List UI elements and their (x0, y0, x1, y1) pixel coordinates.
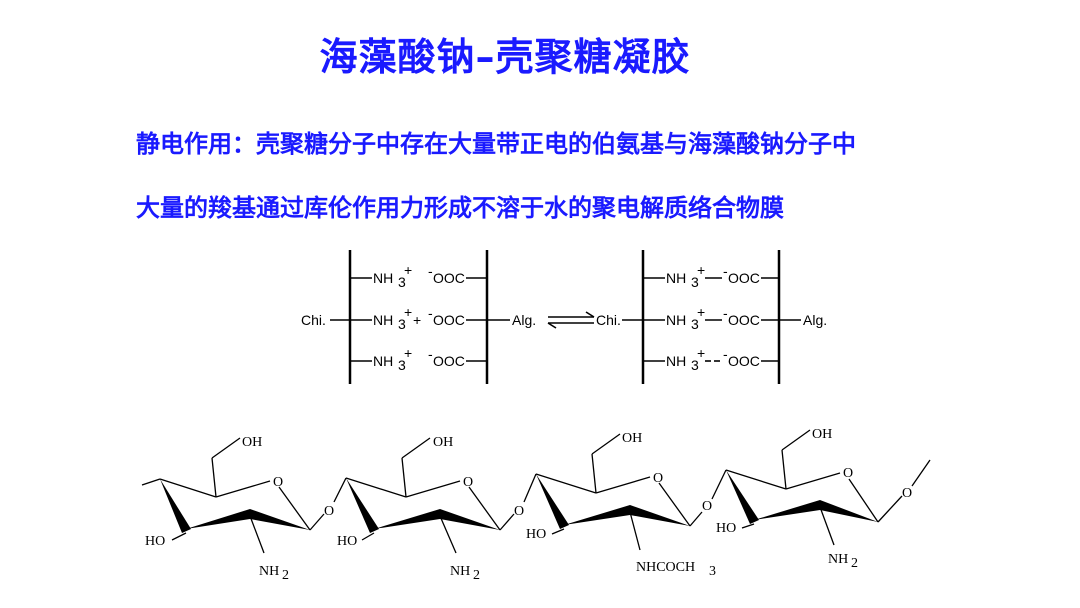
svg-text:-: - (723, 305, 728, 321)
oh-label: OH (622, 431, 642, 446)
glucosamine-ring-2: OH O HO NH 2 O (337, 435, 537, 583)
nh2-label: NH (450, 564, 470, 579)
svg-text:+: + (404, 262, 412, 278)
svg-text:+: + (697, 304, 705, 320)
svg-text:+: + (697, 345, 705, 361)
svg-text:-: - (428, 346, 433, 362)
glucosamine-ring-4: OH O HO NH 2 O (716, 427, 931, 571)
glycosidic-oxygen-label: O (702, 499, 712, 514)
nh2-label: NH (259, 564, 279, 579)
svg-text:2: 2 (282, 568, 289, 583)
glucosamine-ring-1: OH O HO NH 2 O (141, 435, 347, 583)
nh3-label: NH (666, 353, 686, 369)
ooc-label: OOC (728, 270, 760, 286)
nh2-label: NH (828, 552, 848, 567)
oh-label: OH (242, 435, 262, 450)
ring-oxygen-label: O (273, 475, 283, 490)
ring-oxygen-label: O (843, 466, 853, 481)
alg-label-right: Alg. (803, 312, 827, 328)
ooc-label: OOC (433, 312, 465, 328)
oh-label: OH (812, 427, 832, 442)
nh3-label: NH (373, 353, 393, 369)
ring-oxygen-label: O (463, 475, 473, 490)
ooc-label: OOC (728, 353, 760, 369)
nh3-label: NH (373, 270, 393, 286)
paragraph-line-2: 大量的羧基通过库伦作用力形成不溶于水的聚电解质络合物膜 (136, 194, 784, 222)
svg-text:2: 2 (473, 568, 480, 583)
ring-oxygen-label: O (653, 471, 663, 486)
plus-sign: + (413, 312, 421, 328)
ooc-label: OOC (433, 353, 465, 369)
chi-label-left: Chi. (301, 312, 326, 328)
svg-text:-: - (723, 263, 728, 279)
svg-text:-: - (428, 263, 433, 279)
ho-label: HO (145, 534, 165, 549)
chi-label-right: Chi. (596, 312, 621, 328)
svg-text:-: - (428, 305, 433, 321)
ho-label: HO (526, 527, 546, 542)
svg-text:+: + (404, 345, 412, 361)
nh3-label: NH (666, 270, 686, 286)
paragraph-line-1: 静电作用：壳聚糖分子中存在大量带正电的伯氨基与海藻酸钠分子中 (136, 130, 856, 158)
svg-text:3: 3 (691, 357, 699, 373)
ho-label: HO (337, 534, 357, 549)
oh-label: OH (433, 435, 453, 450)
equilibrium-arrow-icon (547, 311, 595, 329)
svg-text:3: 3 (691, 274, 699, 290)
page-title: 海藻酸钠–壳聚糖凝胶 (319, 35, 691, 79)
svg-text:2: 2 (851, 556, 858, 571)
svg-text:-: - (723, 346, 728, 362)
nh3-label: NH (666, 312, 686, 328)
nhcoch3-label: NHCOCH (636, 560, 695, 575)
svg-text:3: 3 (398, 274, 406, 290)
ho-label: HO (716, 521, 736, 536)
glycosidic-oxygen-label: O (324, 504, 334, 519)
svg-text:+: + (404, 304, 412, 320)
ooc-label: OOC (728, 312, 760, 328)
nh3-label: NH (373, 312, 393, 328)
glycosidic-oxygen-label: O (514, 504, 524, 519)
svg-text:+: + (697, 262, 705, 278)
svg-text:3: 3 (398, 316, 406, 332)
svg-text:3: 3 (709, 564, 716, 579)
alg-label-left: Alg. (512, 312, 536, 328)
glucosamine-ring-3: OH O HO NHCOCH 3 O (526, 431, 727, 579)
ooc-label: OOC (433, 270, 465, 286)
svg-text:3: 3 (398, 357, 406, 373)
svg-text:3: 3 (691, 316, 699, 332)
glycosidic-oxygen-label: O (902, 486, 912, 501)
